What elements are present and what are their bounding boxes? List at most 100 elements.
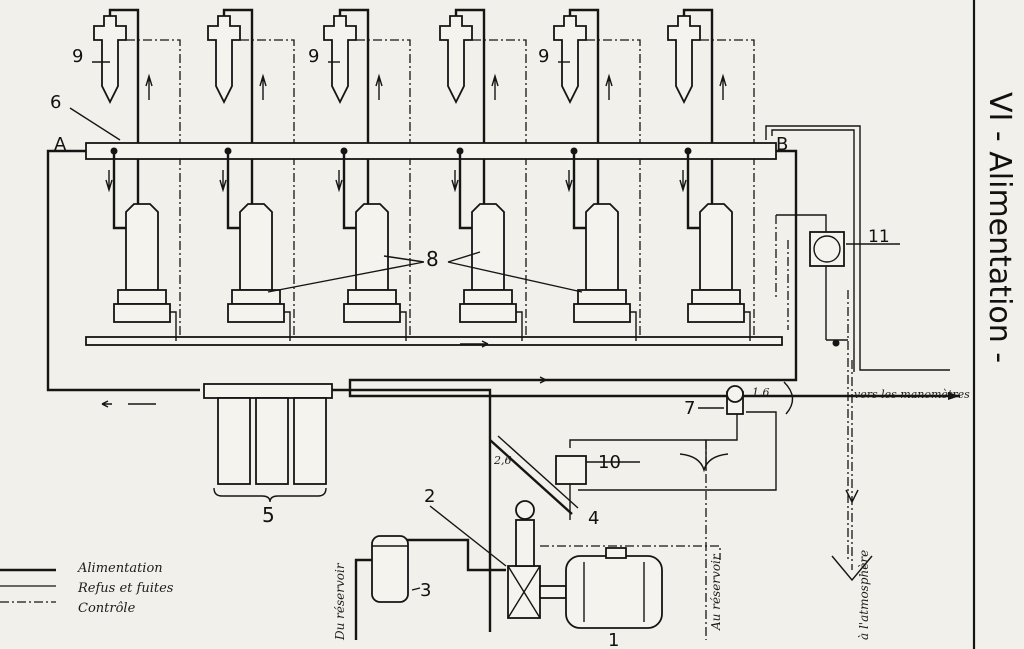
injector-4-arrow (491, 73, 499, 100)
rail-b-outlet-pipe (348, 149, 960, 398)
injector-3-pressure-pipe (338, 8, 370, 228)
pump-6-foot (687, 303, 745, 323)
pump-5-foot (573, 303, 631, 323)
label-9-first: 9 (72, 46, 83, 67)
pump-3-base (347, 289, 397, 305)
rail-tap-2 (224, 147, 232, 155)
label-5: 5 (262, 503, 275, 527)
arrow-to-manometers (948, 392, 960, 400)
annotation-manometres: vers les manomètres (854, 388, 970, 401)
gauge-11-icon (809, 231, 845, 267)
control-line-right (775, 215, 849, 560)
injector-5-icon (553, 15, 587, 105)
pump-2-return (284, 311, 291, 341)
brace-5 (213, 487, 327, 503)
filter-5a-icon (217, 397, 251, 485)
injector-6-icon (667, 15, 701, 105)
injector-6-arrow (719, 73, 727, 100)
pump-4-base (463, 289, 513, 305)
rail-tap-1 (110, 147, 118, 155)
pump-5-return (630, 311, 637, 341)
injector-2-icon (207, 15, 241, 105)
pump-valve-icon (515, 519, 535, 567)
arrow-right-2 (460, 340, 489, 348)
pump-6-arrow (679, 170, 687, 193)
pump-1-foot (113, 303, 171, 323)
arrow-down-atm (845, 489, 859, 504)
pump-6-base (691, 289, 741, 305)
filter-outlet-pipe (330, 388, 492, 632)
sheet-title: VI - Alimentation - (982, 92, 1017, 363)
legend-label-controle: Contrôle (78, 601, 136, 616)
pump-1-arrow (105, 170, 113, 193)
pump-2-foot (227, 303, 285, 323)
label-3: 3 (420, 580, 431, 601)
pump-3-arrow (335, 170, 343, 193)
filter-header (203, 383, 333, 399)
injector-6-pressure-pipe (682, 8, 714, 228)
injection-pump-5-icon (585, 203, 619, 291)
injector-3-icon (323, 15, 357, 105)
annotation-au-reservoir: Au réservoir (709, 553, 723, 631)
atmosphere-vent-icon (831, 555, 873, 582)
leader-2 (429, 505, 507, 567)
pump-valve-cap (515, 500, 535, 520)
label-4: 4 (588, 508, 599, 529)
coupling-icon (539, 585, 567, 599)
injection-pump-3-icon (355, 203, 389, 291)
rail-tap-6 (684, 147, 692, 155)
label-7: 7 (684, 398, 695, 419)
pump-5-arrow (565, 170, 573, 193)
arrow-right-1 (520, 376, 547, 384)
pump-2-base (231, 289, 281, 305)
injector-5-arrow (605, 73, 613, 100)
fuel-rail (85, 142, 777, 160)
rail-tap-5 (570, 147, 578, 155)
bracket-a (783, 381, 794, 415)
label-1: 1 (608, 630, 619, 649)
electric-motor-1-icon (565, 555, 663, 629)
pump-6-return (744, 311, 751, 341)
injector-2-pressure-pipe (222, 8, 254, 228)
legend-label-refus: Refus et fuites (77, 581, 174, 596)
injector-2-arrow (259, 73, 267, 100)
pump-4-return (516, 311, 523, 341)
label-9-fifth: 9 (538, 46, 549, 67)
label-11: 11 (868, 227, 890, 247)
injector-4-leak-line (472, 39, 527, 340)
valve-7-cap-icon (726, 385, 744, 403)
legend-label-alimentation: Alimentation (77, 561, 163, 576)
injector-3-leak-line (356, 39, 411, 340)
return-junction (679, 453, 729, 473)
pressure-label-a: 1,6 (752, 386, 770, 399)
gauge-line-inner (771, 129, 855, 372)
injector-3-arrow (375, 73, 383, 100)
pump-5-base (577, 289, 627, 305)
pump-4-foot (459, 303, 517, 323)
injection-pump-1-icon (125, 203, 159, 291)
pump-3-foot (343, 303, 401, 323)
injector-1-leak-line (126, 39, 181, 340)
pump-2-arrow (219, 170, 227, 193)
injection-pump-row (105, 147, 751, 341)
supply-loop-pipe (46, 149, 200, 392)
feed-pump-cross (507, 565, 541, 619)
injector-row (93, 8, 755, 340)
injector-4-pressure-pipe (454, 8, 486, 228)
injector-1-pressure-pipe (108, 8, 140, 228)
injector-5-leak-line (586, 39, 641, 340)
pump-3-return (400, 311, 407, 341)
legend: Alimentation Refus et fuites Contrôle (0, 561, 174, 616)
rail-tap-4 (456, 147, 464, 155)
valve-7-pipe (578, 411, 777, 491)
prefilter-inlet (354, 558, 372, 640)
injector-1-icon (93, 15, 127, 105)
label-6: 6 (50, 92, 61, 113)
feed-pump-inlet (400, 538, 506, 572)
injector-5-pressure-pipe (568, 8, 600, 228)
leader-8 (267, 251, 583, 293)
gauge-line-outer (765, 125, 950, 371)
label-B: B (776, 134, 788, 155)
